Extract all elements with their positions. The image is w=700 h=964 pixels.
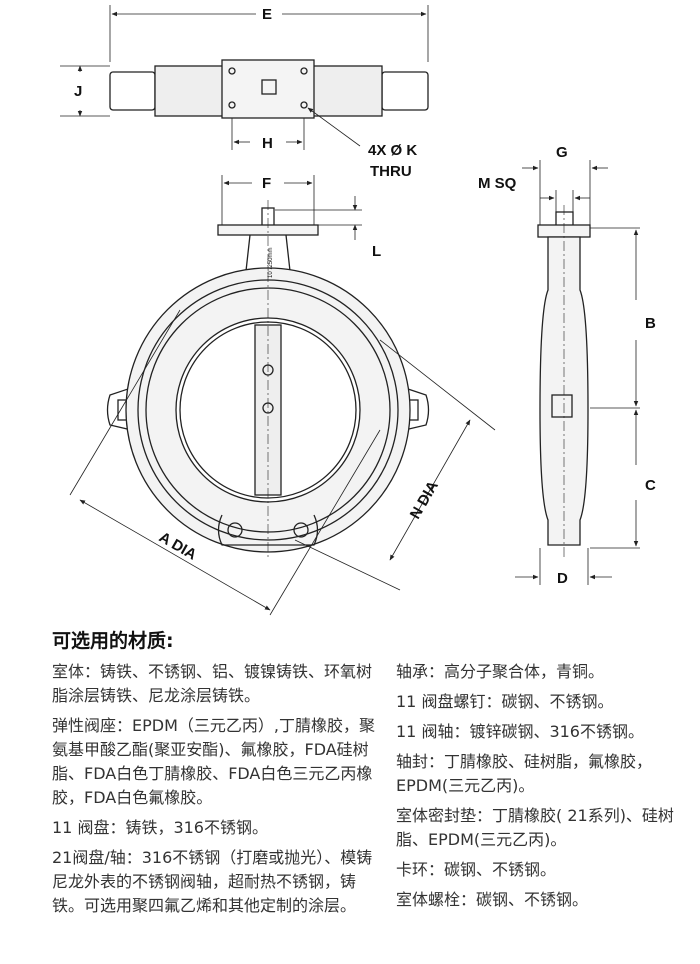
dim-label-f: F bbox=[262, 175, 271, 192]
dim-label-b: B bbox=[645, 315, 656, 332]
dim-label-l: L bbox=[372, 243, 381, 260]
dim-label-n-dia: N DIA bbox=[407, 478, 442, 522]
material-seat: 弹性阀座：EPDM（三元乙丙）,丁腈橡胶，聚氨基甲酸乙酯(聚亚安酯)、氟橡胶，F… bbox=[52, 716, 375, 807]
dim-label-h: H bbox=[262, 135, 273, 152]
dim-label-k: 4X Ø K bbox=[368, 142, 417, 159]
dim-label-e: E bbox=[262, 6, 272, 23]
material-disc-11: 11 阀盘：铸铁，316不锈钢。 bbox=[52, 818, 268, 837]
dim-label-c: C bbox=[645, 477, 656, 494]
dim-label-j: J bbox=[74, 83, 82, 100]
valve-dimension-drawing: E J H 4X Ø K THRU 10"/250mm bbox=[60, 5, 656, 616]
materials-left-column: 室体：铸铁、不锈钢、铝、镀镍铸铁、环氧树脂涂层铸铁、尼龙涂层铸铁。 弹性阀座：E… bbox=[52, 660, 382, 924]
materials-right-column: 轴承：高分子聚合体，青铜。 11 阀盘螺钉：碳钢、不锈钢。 11 阀轴：镀锌碳钢… bbox=[396, 660, 696, 918]
material-body-bolts: 室体螺栓：碳钢、不锈钢。 bbox=[396, 890, 589, 909]
front-view bbox=[69, 175, 496, 616]
material-shaft-seal: 轴封：丁腈橡胶、硅树脂，氟橡胶，EPDM(三元乙丙)。 bbox=[396, 752, 653, 795]
dim-label-a-dia: A DIA bbox=[156, 529, 200, 564]
dim-label-thru: THRU bbox=[370, 163, 412, 180]
materials-heading: 可选用的材质: bbox=[52, 630, 174, 652]
dim-label-g: G bbox=[556, 144, 568, 161]
side-view bbox=[515, 160, 640, 585]
material-disc-shaft-21: 21阀盘/轴：316不锈钢（打磨或抛光）、模铸尼龙外表的不锈钢阀轴，超耐热不锈钢… bbox=[52, 848, 373, 915]
material-body: 室体：铸铁、不锈钢、铝、镀镍铸铁、环氧树脂涂层铸铁、尼龙涂层铸铁。 bbox=[52, 662, 373, 705]
dim-label-m-sq: M SQ bbox=[478, 175, 517, 192]
top-view bbox=[60, 5, 429, 150]
dim-label-d: D bbox=[557, 570, 568, 587]
material-body-gasket: 室体密封垫：丁腈橡胶( 21系列)、硅树脂、EPDM(三元乙丙)。 bbox=[396, 806, 674, 849]
stem-size-text: 10"/250mm bbox=[268, 248, 274, 278]
material-bearing: 轴承：高分子聚合体，青铜。 bbox=[396, 662, 605, 681]
material-shaft-11: 11 阀轴：镀锌碳钢、316不锈钢。 bbox=[396, 722, 644, 741]
material-retaining-ring: 卡环：碳钢、不锈钢。 bbox=[396, 860, 557, 879]
material-disc-screw: 11 阀盘螺钉：碳钢、不锈钢。 bbox=[396, 692, 614, 711]
